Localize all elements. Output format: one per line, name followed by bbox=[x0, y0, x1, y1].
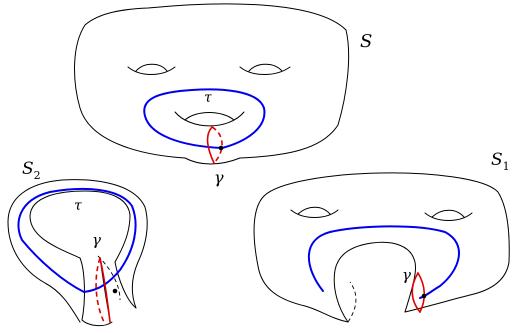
surface-s1: S1 γ bbox=[253, 150, 510, 323]
surface-s2-label: S2 bbox=[22, 159, 41, 182]
surface-s-handle-right bbox=[239, 66, 291, 75]
surface-s2-tube-right bbox=[114, 261, 137, 309]
surface-s2: S2 τ γ bbox=[7, 159, 148, 327]
surface-s-outline bbox=[74, 3, 350, 165]
surface-s-handle-left bbox=[127, 66, 176, 75]
surface-s1-intersection-point bbox=[421, 293, 427, 299]
surface-s-tau-label: τ bbox=[204, 90, 212, 106]
surface-s2-inner-outline bbox=[29, 190, 131, 263]
surface-s2-outer-outline bbox=[7, 179, 148, 323]
surface-s1-label: S1 bbox=[491, 150, 510, 173]
surface-s1-cut-inner bbox=[333, 241, 417, 323]
surface-s1-tau-curve bbox=[307, 225, 460, 299]
surface-s-handle-left-top bbox=[135, 63, 168, 72]
surface-s2-gamma-curve bbox=[99, 257, 111, 323]
surface-s1-cut-hidden bbox=[347, 281, 357, 323]
surface-s1-gamma-curve-front bbox=[417, 272, 426, 313]
surface-s2-gamma-curve-hidden bbox=[95, 257, 105, 323]
surface-s-gamma-curve bbox=[206, 126, 215, 164]
surface-s2-tau-curve bbox=[17, 187, 137, 293]
surface-s1-gamma-curve bbox=[411, 272, 421, 313]
surface-s-gamma-label: γ bbox=[214, 168, 224, 187]
surface-s-intersection-point bbox=[218, 145, 224, 151]
surface-s1-handle-right-top bbox=[431, 209, 465, 218]
surface-s2-tube-left bbox=[79, 257, 85, 321]
surface-s1-handle-left-top bbox=[297, 206, 331, 215]
surface-s1-handle-left bbox=[290, 209, 339, 218]
surface-s-gamma-curve-hidden bbox=[211, 126, 223, 164]
surface-s-label: S bbox=[360, 31, 372, 52]
surface-s-tau-curve bbox=[143, 88, 266, 149]
surface-s2-gamma-label: γ bbox=[92, 231, 101, 249]
surface-s-handle-lower bbox=[174, 111, 245, 127]
surface-s-handle-right-top bbox=[248, 63, 283, 72]
surface-s2-intersection-point bbox=[112, 288, 118, 294]
surface-s2-tube-bottom bbox=[81, 319, 113, 327]
surface-s-handle-lower-top bbox=[184, 112, 235, 121]
surface-s1-outline bbox=[253, 172, 510, 323]
surface-s1-gamma-label: γ bbox=[402, 266, 411, 284]
surface-s2-tau-label: τ bbox=[74, 198, 82, 214]
surface-s1-handle-right bbox=[424, 212, 473, 221]
surface-s: S τ γ bbox=[74, 3, 372, 187]
